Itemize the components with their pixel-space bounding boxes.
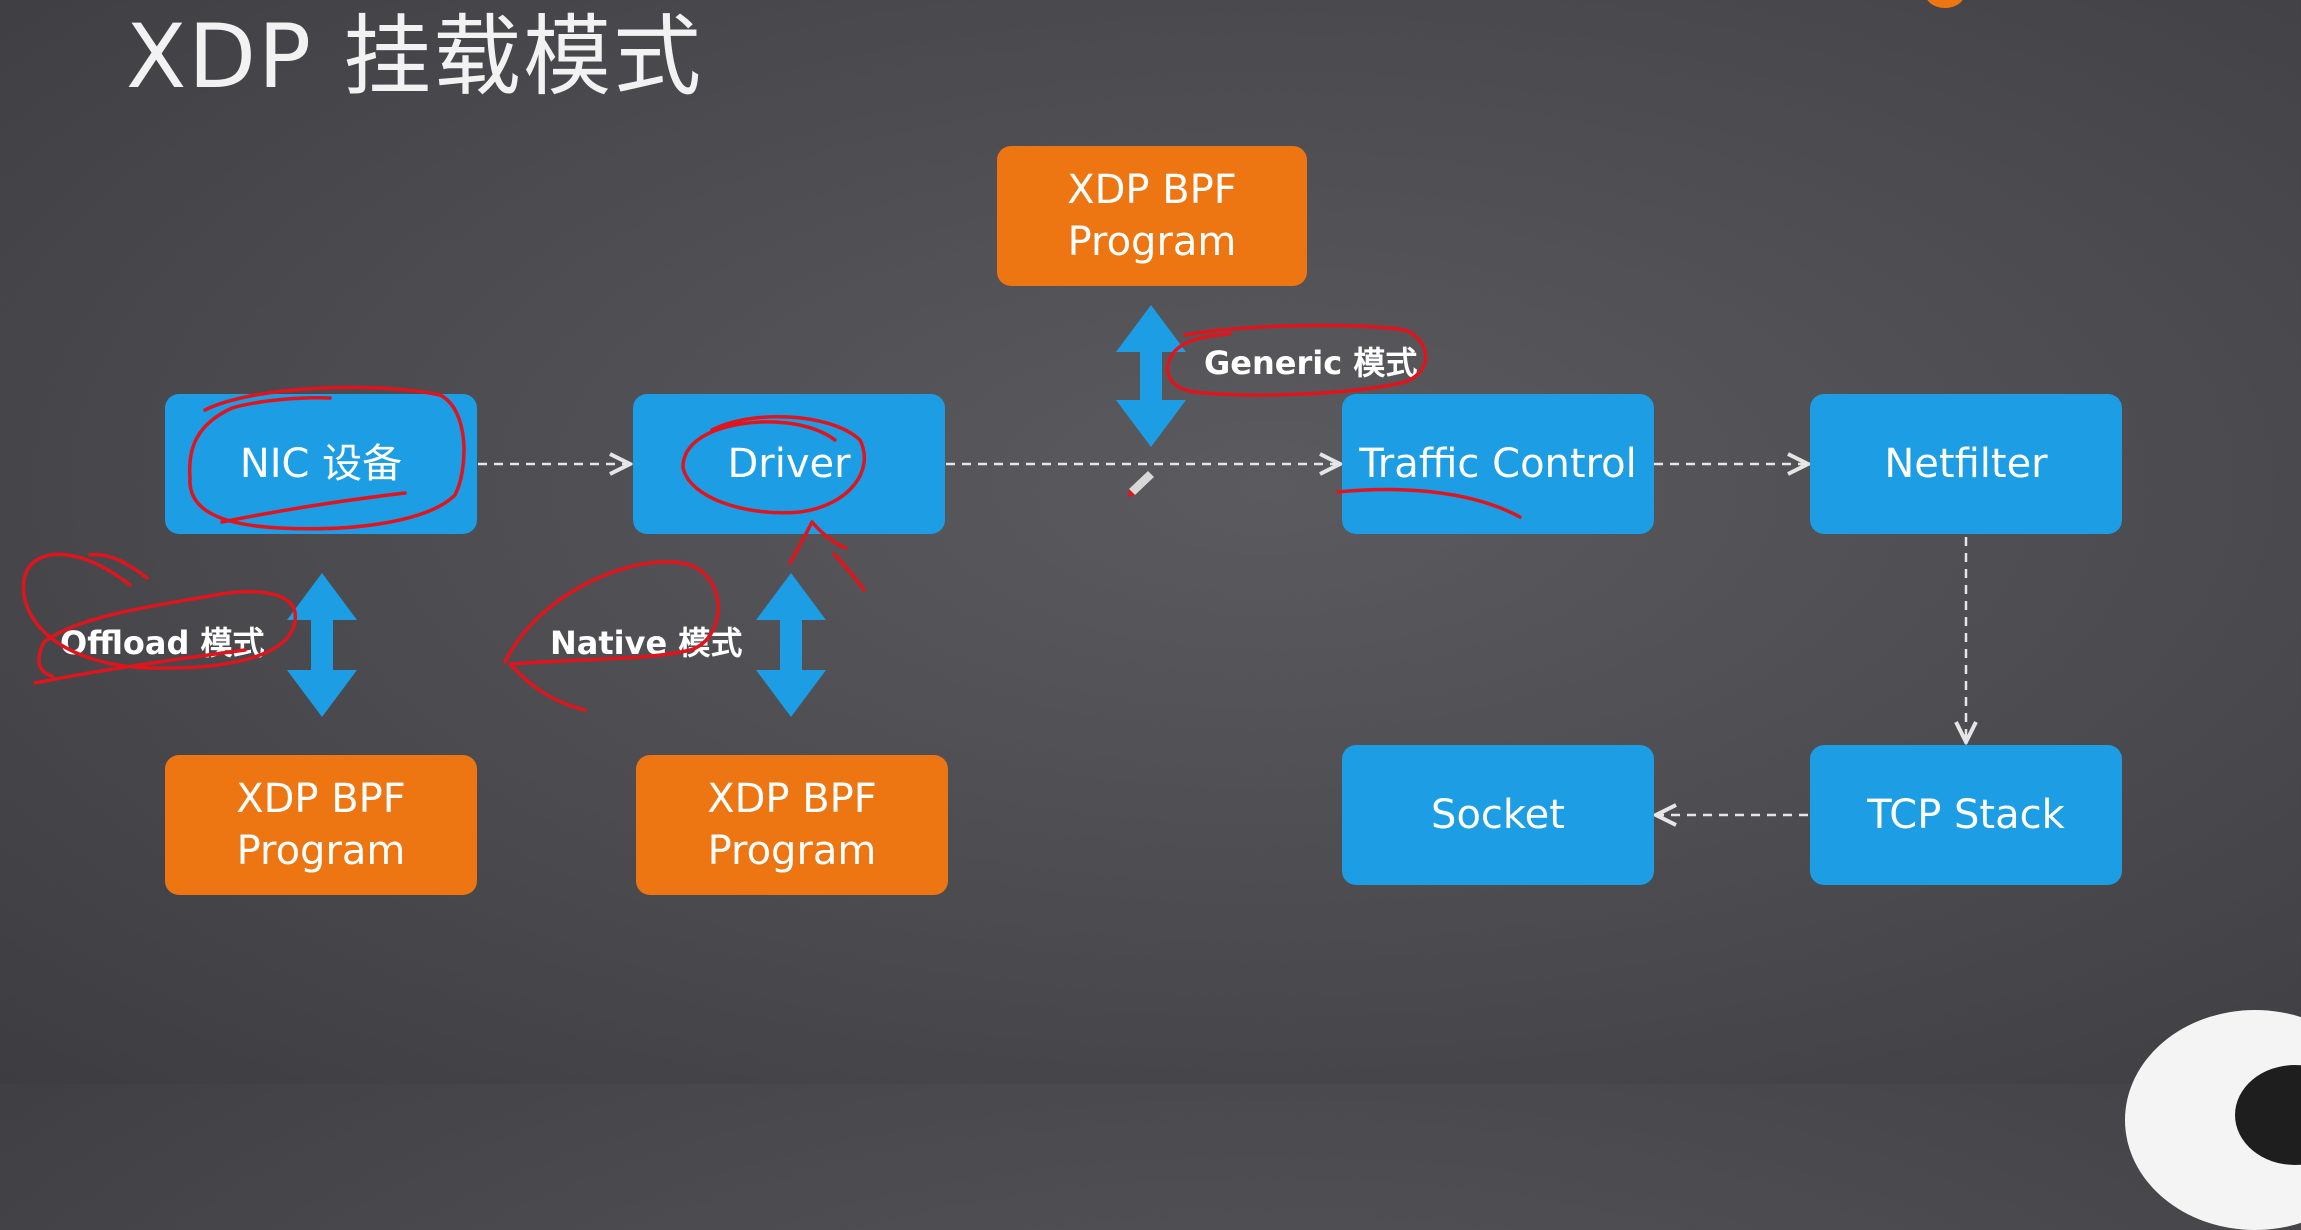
generic-mode-label: Generic 模式 [1204, 344, 1418, 382]
annotation-swoosh-native [503, 560, 720, 712]
pen-cursor-icon [1128, 471, 1154, 497]
xdp-program-offload-line2: Program [236, 828, 406, 874]
double-arrow-generic [1116, 305, 1186, 447]
xdp-program-generic-box: XDP BPF Program [997, 146, 1307, 286]
annotation-circle-offload [21, 552, 297, 678]
tcp-stack-label: TCP Stack [1867, 792, 2065, 838]
xdp-program-generic-line1: XDP BPF [1067, 167, 1237, 213]
traffic-control-label: Traffic Control [1359, 441, 1637, 487]
offload-mode-label: Offload 模式 [60, 624, 265, 662]
slide-title: XDP 挂载模式 [126, 5, 704, 108]
double-arrow-native [756, 573, 826, 717]
annotation-caret-driver [788, 520, 866, 592]
annotation-circle-nic [187, 385, 466, 531]
tcp-stack-box: TCP Stack [1810, 745, 2122, 885]
annotation-circle-generic [1165, 323, 1428, 397]
annotation-underline-offload [33, 648, 247, 685]
xdp-program-native-line2: Program [707, 828, 877, 874]
xdp-program-offload-line1: XDP BPF [236, 776, 406, 822]
driver-label: Driver [727, 441, 851, 487]
nic-device-box: NIC 设备 [165, 394, 477, 534]
socket-label: Socket [1431, 792, 1565, 838]
corner-orange-mark [1925, 0, 1965, 8]
socket-box: Socket [1342, 745, 1654, 885]
traffic-control-box: Traffic Control [1342, 394, 1654, 534]
xdp-program-offload-box: XDP BPF Program [165, 755, 477, 895]
nic-device-label: NIC 设备 [239, 441, 403, 487]
xdp-program-generic-line2: Program [1067, 219, 1237, 265]
annotation-circle-driver [681, 415, 866, 515]
xdp-program-native-line1: XDP BPF [707, 776, 877, 822]
double-arrow-offload [287, 573, 357, 717]
annotation-hook-offload [88, 552, 149, 580]
avatar-hair-shape [2235, 1065, 2301, 1165]
netfilter-label: Netfilter [1884, 441, 2048, 487]
connector-layer [287, 305, 2301, 1084]
annotation-underline-nic [220, 491, 407, 524]
annotation-layer [21, 323, 1522, 712]
netfilter-box: Netfilter [1810, 394, 2122, 534]
annotation-underline-traffic-control [1336, 487, 1522, 519]
xdp-program-native-box: XDP BPF Program [636, 755, 948, 895]
